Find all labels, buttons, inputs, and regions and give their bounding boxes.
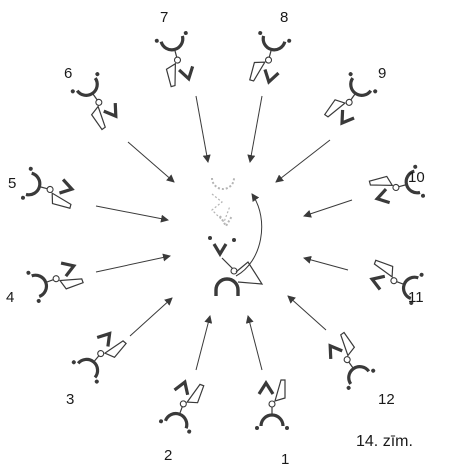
position-label-8: 8 — [280, 9, 288, 26]
position-label-12: 12 — [378, 391, 395, 408]
arrow-1 — [245, 315, 263, 371]
arrow-4 — [95, 253, 171, 273]
orbit-figure-8 — [244, 28, 294, 90]
position-label-2: 2 — [164, 447, 172, 464]
position-label-10: 10 — [408, 169, 425, 186]
orbit-figure-1 — [253, 378, 291, 432]
arrow-9 — [275, 139, 331, 183]
arrow-3 — [129, 297, 173, 337]
position-label-1: 1 — [281, 451, 289, 466]
orbit-figure-6 — [68, 69, 129, 134]
orbit-arrows — [95, 95, 353, 371]
arrow-6 — [127, 141, 175, 183]
center-figure — [208, 177, 264, 296]
orbit-figure-7 — [152, 28, 202, 90]
rotation-arrow — [235, 193, 263, 277]
orbit-figure-9 — [319, 69, 380, 134]
orbit-figure-5 — [18, 164, 80, 214]
position-label-5: 5 — [8, 175, 16, 192]
arrow-12 — [287, 295, 327, 331]
orbit-figure-2 — [156, 373, 210, 436]
orbit-figure-12 — [317, 328, 378, 393]
orbit-figure-3 — [69, 322, 131, 386]
position-label-4: 4 — [6, 289, 14, 306]
arrow-8 — [247, 95, 263, 163]
center-ghost-shape — [211, 177, 235, 228]
arrow-11 — [303, 255, 349, 271]
center-solid-shape — [208, 236, 264, 296]
arrow-5 — [95, 205, 169, 223]
orbit-figure-4 — [24, 252, 87, 306]
position-label-3: 3 — [66, 391, 74, 408]
position-label-6: 6 — [64, 65, 72, 82]
arrow-7 — [195, 95, 211, 163]
orbit-figures — [18, 28, 428, 436]
position-label-7: 7 — [160, 9, 168, 26]
arrow-10 — [303, 199, 353, 218]
figure-caption: 14. zīm. — [356, 433, 413, 450]
position-label-11: 11 — [408, 289, 424, 306]
arrow-2 — [195, 315, 213, 371]
position-label-9: 9 — [378, 65, 386, 82]
